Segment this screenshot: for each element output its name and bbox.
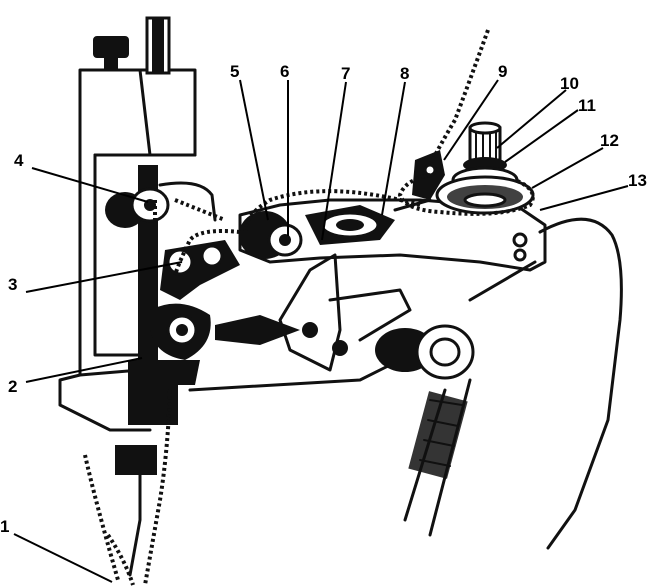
leader-lines (13, 79, 629, 583)
label-6: 6 (280, 62, 289, 81)
tension-plate (238, 198, 547, 272)
roller (375, 324, 475, 380)
label-3: 3 (8, 275, 17, 294)
label-12: 12 (600, 131, 619, 150)
presser-bar-screw (93, 16, 171, 75)
label-10: 10 (560, 74, 579, 93)
label-1: 1 (0, 517, 9, 536)
label-8: 8 (400, 64, 409, 83)
label-2: 2 (8, 377, 17, 396)
vertical-shaft (403, 378, 472, 537)
callout-labels: 1 2 3 4 5 6 7 8 9 10 11 12 13 (0, 62, 647, 536)
tension-knob (435, 121, 535, 215)
label-4: 4 (14, 151, 24, 170)
check-spring (305, 198, 432, 245)
thread-guide-upper (105, 181, 217, 228)
thread-take-up-assembly (215, 253, 412, 372)
label-7: 7 (341, 64, 350, 83)
thread-tension-front (239, 211, 303, 259)
label-9: 9 (498, 62, 507, 81)
label-5: 5 (230, 62, 239, 81)
faceplate (58, 68, 197, 432)
label-11: 11 (578, 96, 596, 115)
label-13: 13 (628, 171, 647, 190)
take-up-lever (150, 240, 240, 385)
machine-arm (188, 217, 623, 550)
thread-path (83, 29, 535, 586)
